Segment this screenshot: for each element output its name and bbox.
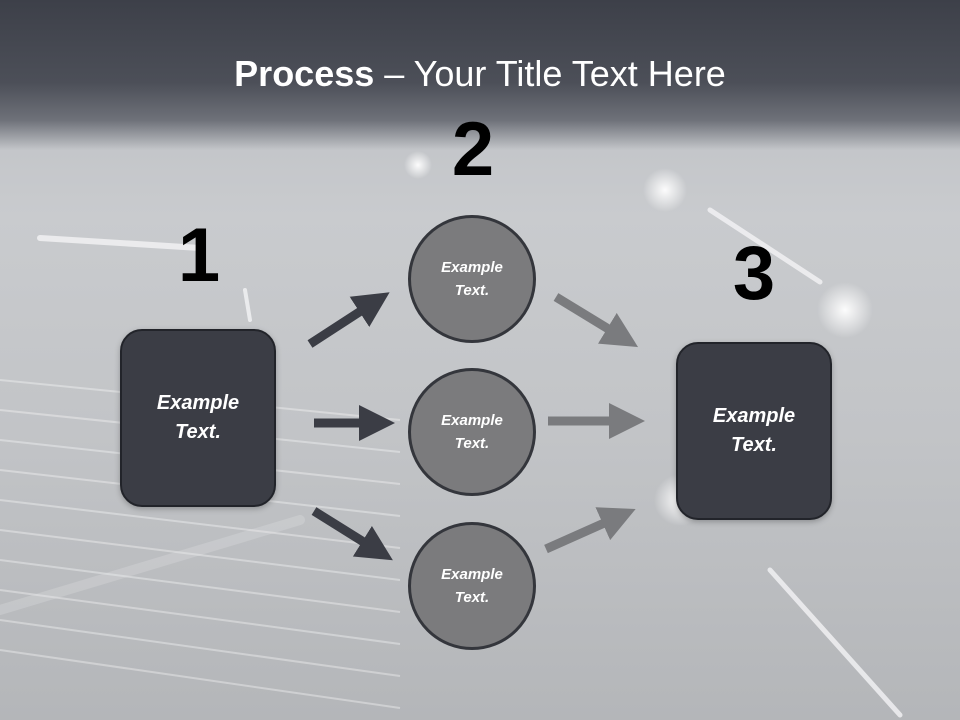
middle-node-1-text: Example Text. [441,259,503,299]
middle-node-3: Example Text. [408,522,536,650]
step-box-3-text: Example Text. [712,405,796,456]
title-bar [0,0,960,150]
step-box-3: Example Text. [676,342,832,520]
arrow-step1-to-node3 [311,507,393,561]
middle-node-2-text: Example Text. [441,412,503,452]
title-bold: Process [234,53,375,94]
step-box-1: Example Text. [120,329,276,507]
slide-title: Process – Your Title Text Here [0,52,960,96]
title-rest: – Your Title Text Here [374,53,726,94]
arrow-node1-to-step3 [553,293,639,348]
middle-node-3-text: Example Text. [441,566,503,606]
step-number-2: 2 [451,107,495,192]
step-number-3: 3 [732,231,776,316]
middle-node-2: Example Text. [408,368,536,496]
middle-node-1: Example Text. [408,215,536,343]
step-number-1: 1 [177,213,221,298]
step-box-1-text: Example Text. [156,392,240,443]
arrow-node3-to-step3 [544,507,636,554]
arrow-step1-to-node1 [307,292,390,348]
